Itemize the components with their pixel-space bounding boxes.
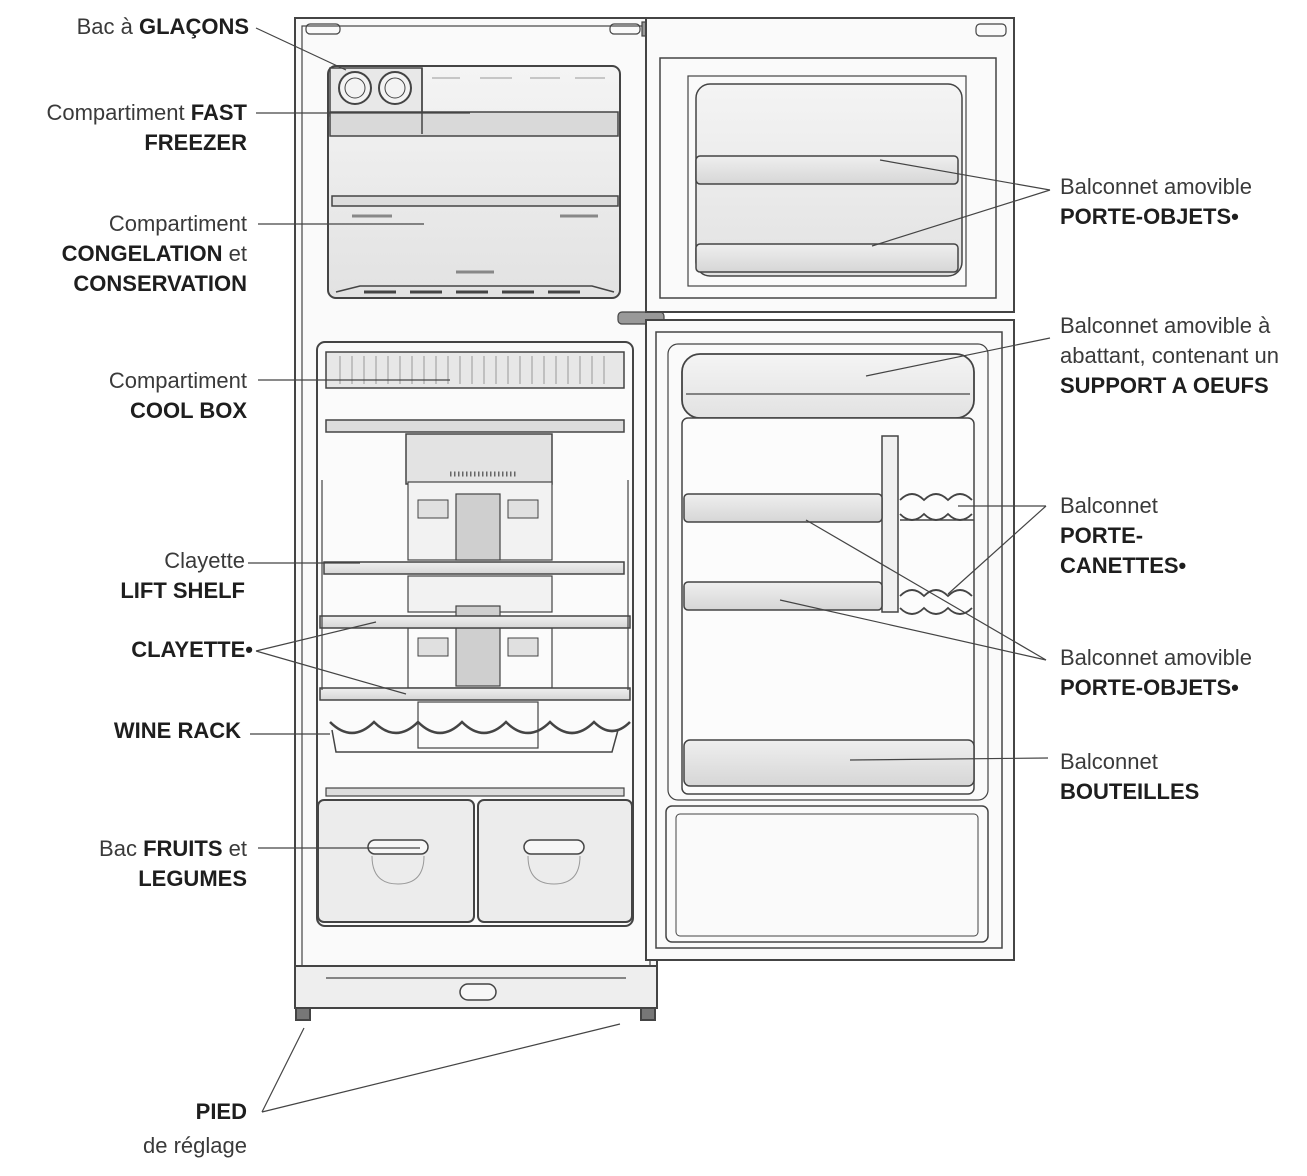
label-bold: WINE RACK	[113, 718, 241, 743]
label-bold: SUPPORT A OEUFS	[1060, 373, 1269, 398]
label-text: de réglage	[143, 1133, 247, 1158]
label-bouteilles: Balconnet BOUTEILLES	[1060, 747, 1199, 807]
freezer-compartment	[327, 65, 621, 299]
label-text: Clayette	[164, 548, 245, 573]
label-bold: CONGELATION	[61, 241, 223, 266]
label-clayette: CLAYETTE•	[131, 635, 253, 665]
label-porte-objets-top: Balconnet amovible PORTE-OBJETS•	[1060, 172, 1252, 232]
label-bac-fruits: Bac FRUITS et LEGUMES	[99, 834, 247, 894]
label-text: et	[222, 241, 247, 266]
label-cool-box: Compartiment COOL BOX	[109, 366, 247, 426]
label-porte-canettes: Balconnet PORTE- CANETTES•	[1060, 491, 1186, 581]
label-porte-objets-mid: Balconnet amovible PORTE-OBJETS•	[1060, 643, 1252, 703]
label-text: Compartiment	[108, 211, 247, 236]
adjustable-foot-icon	[295, 1007, 311, 1021]
label-text: abattant, contenant un	[1060, 343, 1279, 368]
label-fast-freezer: Compartiment FAST FREEZER	[46, 98, 247, 158]
fridge-compartment	[316, 341, 634, 927]
plinth	[294, 965, 658, 1021]
label-bold: LIFT SHELF	[120, 578, 245, 603]
label-pied: PIED de réglage	[143, 1097, 247, 1161]
label-text: Bac	[99, 836, 144, 861]
label-bold: COOL BOX	[130, 398, 247, 423]
label-wine-rack: WINE RACK	[114, 716, 241, 746]
label-bold: CANETTES•	[1060, 553, 1187, 578]
label-bold: PORTE-OBJETS•	[1060, 675, 1239, 700]
ice-tray-knob-icon	[378, 71, 412, 105]
fridge-door	[645, 319, 1015, 961]
label-bold: BOUTEILLES	[1060, 779, 1200, 804]
label-congelation: Compartiment CONGELATION et CONSERVATION	[62, 209, 247, 299]
label-text: Balconnet	[1060, 749, 1158, 774]
label-text: Balconnet	[1060, 493, 1158, 518]
label-text: Bac à	[76, 14, 139, 39]
label-bac-glacons: Bac à GLAÇONS	[77, 12, 249, 42]
label-bold: GLAÇONS	[139, 14, 249, 39]
label-bold: FAST	[190, 100, 247, 125]
label-bold: PORTE-	[1060, 523, 1144, 548]
label-bold: PORTE-OBJETS•	[1060, 204, 1239, 229]
label-lift-shelf: Clayette LIFT SHELF	[120, 546, 245, 606]
label-bold: PIED	[195, 1099, 247, 1124]
ice-tray-knob-icon	[338, 71, 372, 105]
label-bold: LEGUMES	[138, 866, 247, 891]
label-bold: CONSERVATION	[73, 271, 247, 296]
label-text: Compartiment	[46, 100, 191, 125]
label-support-oeufs: Balconnet amovible à abattant, contenant…	[1060, 311, 1279, 401]
label-text: et	[222, 836, 247, 861]
label-text: Balconnet amovible	[1060, 645, 1253, 670]
adjustable-foot-icon	[640, 1007, 656, 1021]
leader-lines	[248, 27, 1051, 1113]
label-bold: FRUITS	[143, 836, 223, 861]
label-bold: FREEZER	[144, 130, 247, 155]
label-text: Balconnet amovible à	[1060, 313, 1271, 338]
label-text: Balconnet amovible	[1060, 174, 1253, 199]
freezer-door	[645, 17, 1015, 313]
label-bold: CLAYETTE•	[131, 637, 253, 662]
label-text: Compartiment	[108, 368, 247, 393]
